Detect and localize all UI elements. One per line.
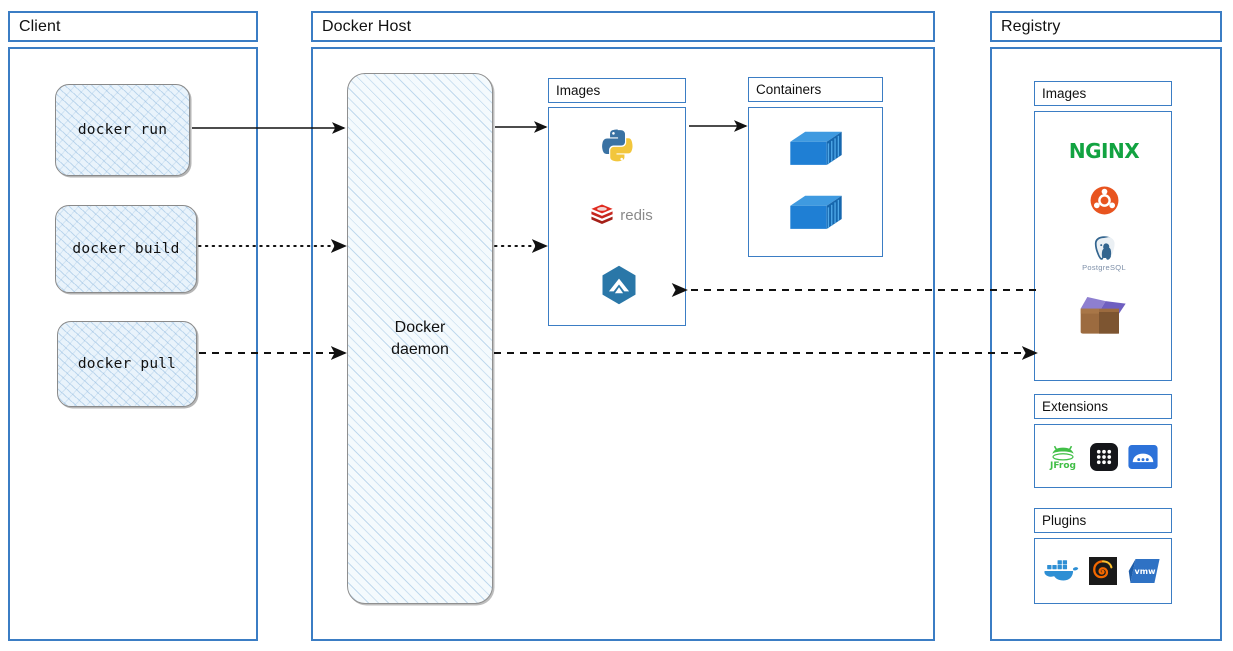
vmware-icon: vmw xyxy=(1127,556,1163,586)
docker-host-panel-title: Docker Host xyxy=(311,11,935,42)
registry-plugins-title: Plugins xyxy=(1034,508,1172,533)
redis-label: redis xyxy=(620,206,653,224)
containers-title: Containers xyxy=(748,77,883,102)
grafana-icon xyxy=(1088,556,1118,586)
redis-icon: redis xyxy=(585,200,657,230)
ubuntu-icon xyxy=(1087,183,1121,217)
registry-plugins-label: Plugins xyxy=(1042,513,1087,528)
host-images-label: Images xyxy=(556,83,601,98)
nginx-label: NGINX xyxy=(1068,139,1140,163)
command-docker-pull[interactable]: docker pull xyxy=(57,321,197,407)
containers-label: Containers xyxy=(756,82,822,97)
docker-host-panel-label: Docker Host xyxy=(322,17,412,35)
registry-panel-label: Registry xyxy=(1001,17,1061,35)
registry-panel-title: Registry xyxy=(990,11,1222,42)
docker-daemon-label: Docker daemon xyxy=(391,319,449,358)
docker-whale-icon xyxy=(1042,556,1080,586)
vmware-label: vmw xyxy=(1134,566,1156,576)
python-icon xyxy=(596,125,640,169)
client-panel-label: Client xyxy=(19,17,61,35)
client-panel-title: Client xyxy=(8,11,258,42)
shipping-container-icon xyxy=(786,127,846,173)
app-grid-icon xyxy=(1089,442,1119,472)
shipping-container-icon xyxy=(786,191,846,237)
host-images-title: Images xyxy=(548,78,686,103)
jfrog-icon: JFrog xyxy=(1046,440,1080,474)
open-box-icon xyxy=(1073,290,1135,344)
mattermost-icon xyxy=(596,262,642,308)
postgresql-icon: PostgreSQL xyxy=(1078,230,1130,276)
command-docker-build[interactable]: docker build xyxy=(55,205,197,293)
docker-daemon-box[interactable]: Docker daemon xyxy=(347,73,493,604)
registry-extensions-title: Extensions xyxy=(1034,394,1172,419)
command-docker-run-label: docker run xyxy=(77,122,168,138)
registry-images-label: Images xyxy=(1042,86,1087,101)
command-docker-pull-label: docker pull xyxy=(77,356,177,372)
blue-extension-icon xyxy=(1128,444,1158,470)
nginx-icon: NGINX xyxy=(1054,137,1154,165)
registry-images-title: Images xyxy=(1034,81,1172,106)
registry-extensions-label: Extensions xyxy=(1042,399,1109,414)
command-docker-run[interactable]: docker run xyxy=(55,84,190,176)
command-docker-build-label: docker build xyxy=(72,241,180,257)
jfrog-label: JFrog xyxy=(1050,461,1076,471)
postgresql-label: PostgreSQL xyxy=(1082,263,1126,272)
